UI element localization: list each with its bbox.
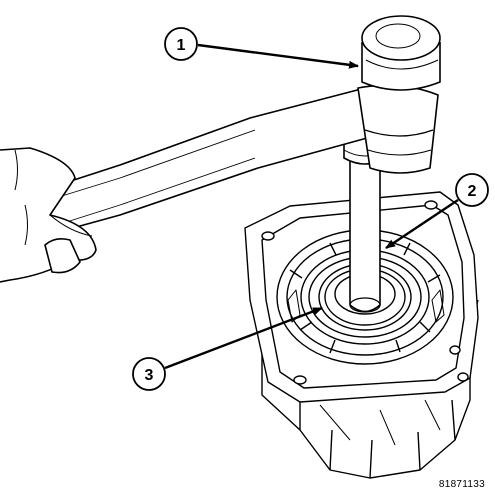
callout-1: 1 (164, 27, 359, 69)
callout-3-leader (164, 306, 323, 370)
hand (0, 147, 97, 283)
callout-1-leader (197, 43, 359, 69)
callout-3-label: 3 (145, 367, 154, 384)
callout-2-label: 2 (468, 183, 477, 200)
callout-3-circle (132, 357, 166, 391)
callout-1-circle (164, 27, 198, 61)
callout-2: 2 (385, 173, 489, 249)
callout-3: 3 (132, 306, 323, 391)
figure-id: 81871133 (438, 479, 485, 490)
callout-2-leader (385, 199, 459, 249)
hammer-head (357, 15, 441, 174)
callout-1-label: 1 (177, 37, 186, 54)
callout-2-circle (455, 173, 489, 207)
